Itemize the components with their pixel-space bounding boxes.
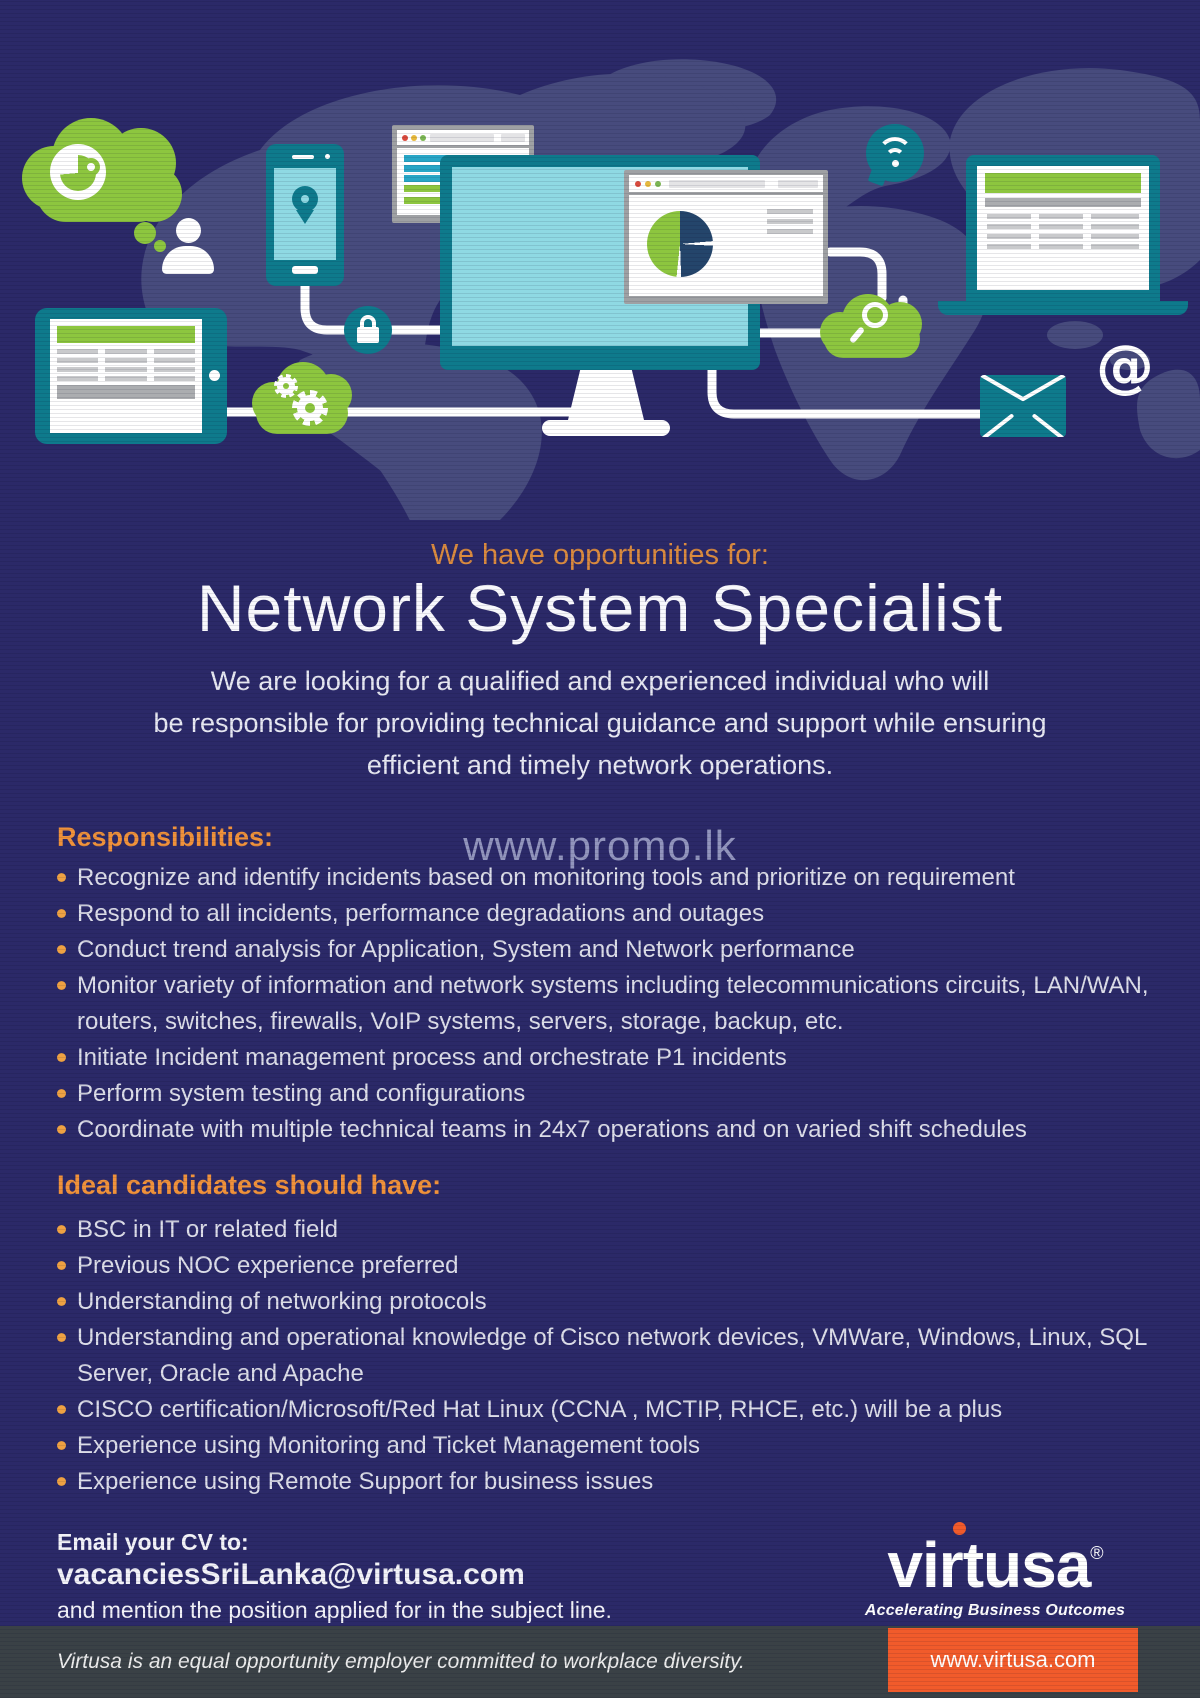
window-dot-green <box>655 181 661 187</box>
tablet-icon <box>35 308 227 444</box>
pie-chart-icon <box>50 144 106 200</box>
registered-mark: ® <box>1090 1543 1103 1563</box>
search-cloud-icon <box>820 294 924 360</box>
gears-cloud-icon <box>252 362 352 436</box>
list-item: Experience using Remote Support for busi… <box>57 1464 1157 1500</box>
laptop-base <box>938 301 1188 315</box>
location-pin-icon <box>292 186 318 212</box>
section-heading: Ideal candidates should have: <box>57 1170 442 1200</box>
user-silhouette-icon <box>162 218 214 276</box>
person-head <box>176 218 201 243</box>
gear-icon <box>274 374 298 398</box>
hero-illustration: @ <box>0 0 1200 520</box>
list-item: Conduct trend analysis for Application, … <box>57 932 1157 968</box>
laptop-icon <box>966 155 1160 301</box>
list-item: Previous NOC experience preferred <box>57 1248 1157 1284</box>
intro-line: efficient and timely network operations. <box>366 750 834 780</box>
logo-tagline: Accelerating Business Outcomes <box>864 1602 1126 1619</box>
browser-window-pie-icon <box>624 170 828 304</box>
contact-block: Email your CV to: vacanciesSriLanka@virt… <box>57 1528 612 1624</box>
gear-icon <box>292 390 328 426</box>
equal-opportunity-note: Virtusa is an equal opportunity employer… <box>57 1650 745 1673</box>
window-dot-green <box>420 135 426 141</box>
list-item: Initiate Incident management process and… <box>57 1040 1157 1076</box>
window-dot-red <box>635 181 641 187</box>
thought-cloud-pie-icon <box>22 118 192 252</box>
section-ideal-candidates: Ideal candidates should have: BSC in IT … <box>57 1170 1157 1500</box>
virtusa-logo: virtusa® Accelerating Business Outcomes <box>855 1518 1135 1620</box>
subject-line-note: and mention the position applied for in … <box>57 1597 612 1623</box>
magnifier-icon <box>862 302 888 328</box>
watermark: www.promo.lk <box>463 822 737 869</box>
list-item: Respond to all incidents, performance de… <box>57 896 1157 932</box>
email-cv-label: Email your CV to: <box>57 1529 249 1555</box>
list-item: CISCO certification/Microsoft/Red Hat Li… <box>57 1392 1157 1428</box>
list-item: Coordinate with multiple technical teams… <box>57 1112 1157 1148</box>
logo-text: virtusa <box>887 1529 1091 1601</box>
lock-icon <box>344 306 392 354</box>
intro-line: be responsible for providing technical g… <box>153 708 1047 738</box>
intro-paragraph: We are looking for a qualified and exper… <box>100 660 1100 786</box>
wifi-icon <box>866 124 924 187</box>
website-button[interactable]: www.virtusa.com <box>888 1628 1138 1692</box>
list-item: Recognize and identify incidents based o… <box>57 860 1157 896</box>
responsibilities-list: Recognize and identify incidents based o… <box>57 860 1157 1148</box>
person-body <box>162 246 214 274</box>
window-dot-yellow <box>645 181 651 187</box>
window-dot-yellow <box>411 135 417 141</box>
ideal-candidates-list: BSC in IT or related field Previous NOC … <box>57 1212 1157 1500</box>
list-item: Monitor variety of information and netwo… <box>57 968 1157 1040</box>
email-address[interactable]: vacanciesSriLanka@virtusa.com <box>57 1558 525 1591</box>
list-item: Understanding and operational knowledge … <box>57 1320 1157 1392</box>
section-responsibilities: Responsibilities: Recognize and identify… <box>57 822 1157 1148</box>
at-symbol-icon: @ <box>1096 332 1154 400</box>
window-dot-red <box>402 135 408 141</box>
intro-line: We are looking for a qualified and exper… <box>210 666 990 696</box>
list-item: Understanding of networking protocols <box>57 1284 1157 1320</box>
pie-chart-icon <box>647 211 713 277</box>
logo-wordmark: virtusa® <box>887 1518 1104 1601</box>
list-item: Experience using Monitoring and Ticket M… <box>57 1428 1157 1464</box>
monitor-stand <box>568 370 644 420</box>
envelope-icon <box>980 375 1066 437</box>
list-item: BSC in IT or related field <box>57 1212 1157 1248</box>
list-item: Perform system testing and configuration… <box>57 1076 1157 1112</box>
section-heading: Responsibilities: <box>57 822 274 852</box>
smartphone-icon <box>266 144 344 286</box>
kicker: We have opportunities for: <box>431 539 769 571</box>
logo-orange-dot <box>953 1522 967 1535</box>
footer-bar: Virtusa is an equal opportunity employer… <box>0 1626 1200 1698</box>
page-title: Network System Specialist <box>196 571 1004 645</box>
